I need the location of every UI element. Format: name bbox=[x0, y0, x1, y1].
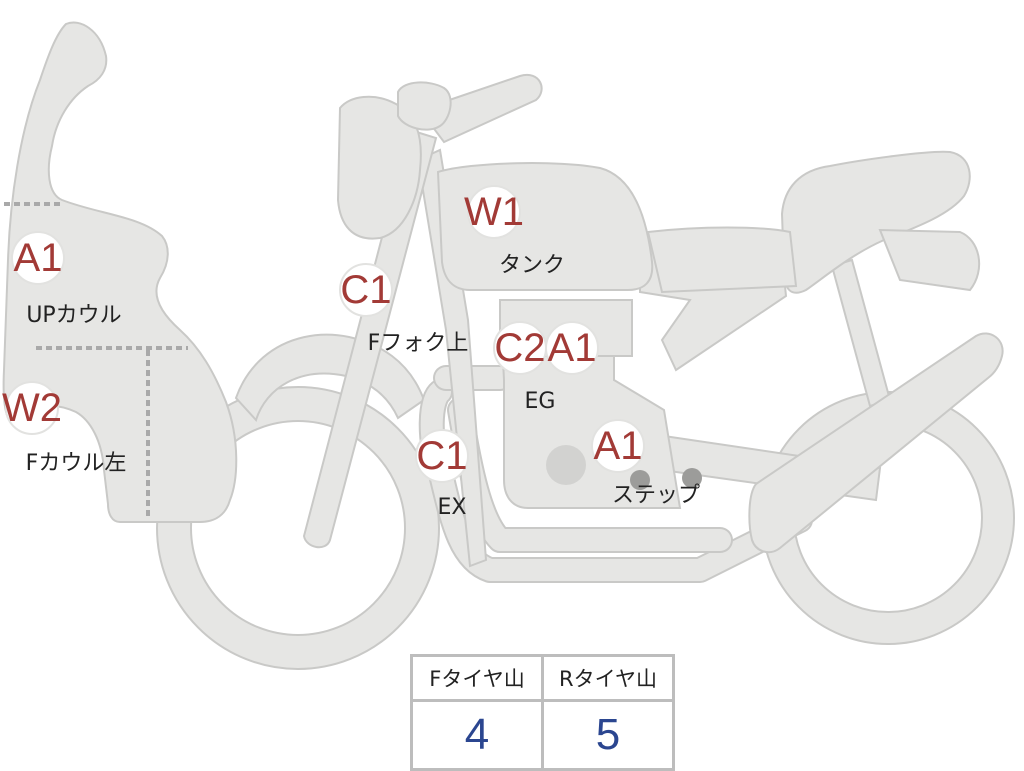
damage-code: C1 bbox=[416, 434, 467, 478]
marker-circle bbox=[545, 321, 599, 375]
side-cover bbox=[646, 226, 798, 294]
damage-code: A1 bbox=[14, 236, 63, 280]
muffler bbox=[748, 332, 1004, 554]
rear-tire-tread-value: 5 bbox=[541, 699, 675, 771]
marker-circle bbox=[415, 429, 469, 483]
front-cowl bbox=[2, 21, 238, 523]
tread-table-header-row: Fタイヤ山 Rタイヤ山 bbox=[410, 654, 675, 702]
tail-cowl bbox=[878, 228, 980, 292]
damage-marker-tank: W1 タンク bbox=[464, 185, 565, 278]
damage-code: C1 bbox=[340, 268, 391, 312]
part-label: EG bbox=[525, 389, 556, 414]
damage-code: A1 bbox=[594, 424, 643, 468]
mirror bbox=[397, 81, 452, 131]
frame-rail bbox=[418, 73, 543, 144]
tread-depth-table: Fタイヤ山 Rタイヤ山 4 5 bbox=[410, 654, 675, 771]
part-label: タンク bbox=[499, 253, 565, 278]
part-label: ステップ bbox=[612, 483, 700, 508]
rear-shock bbox=[830, 258, 892, 408]
front-fork bbox=[302, 128, 438, 549]
damage-marker-engine-c2: C2 bbox=[493, 321, 547, 375]
damage-code: W2 bbox=[2, 386, 62, 430]
damage-marker-step: A1 ステップ bbox=[591, 419, 700, 508]
part-label: Fカウル左 bbox=[26, 451, 127, 476]
marker-circle bbox=[11, 231, 65, 285]
front-wheel bbox=[156, 386, 440, 670]
damage-code: C2 bbox=[494, 326, 545, 370]
damage-code: W1 bbox=[464, 190, 524, 234]
seat bbox=[780, 150, 971, 294]
rear-tire-tread-header: Rタイヤ山 bbox=[541, 654, 675, 702]
marker-circle bbox=[591, 419, 645, 473]
damage-code: A1 bbox=[548, 326, 597, 370]
part-label: Fフォク上 bbox=[368, 331, 469, 356]
front-tire-tread-header: Fタイヤ山 bbox=[410, 654, 544, 702]
front-tire-tread-value: 4 bbox=[410, 699, 544, 771]
marker-circle bbox=[339, 263, 393, 317]
tread-table-value-row: 4 5 bbox=[410, 699, 675, 771]
part-label: UPカウル bbox=[26, 303, 121, 328]
marker-circle bbox=[467, 185, 521, 239]
frame-downtube bbox=[416, 148, 488, 568]
headlight bbox=[336, 95, 422, 240]
part-label: EX bbox=[438, 495, 467, 520]
marker-circle bbox=[5, 381, 59, 435]
